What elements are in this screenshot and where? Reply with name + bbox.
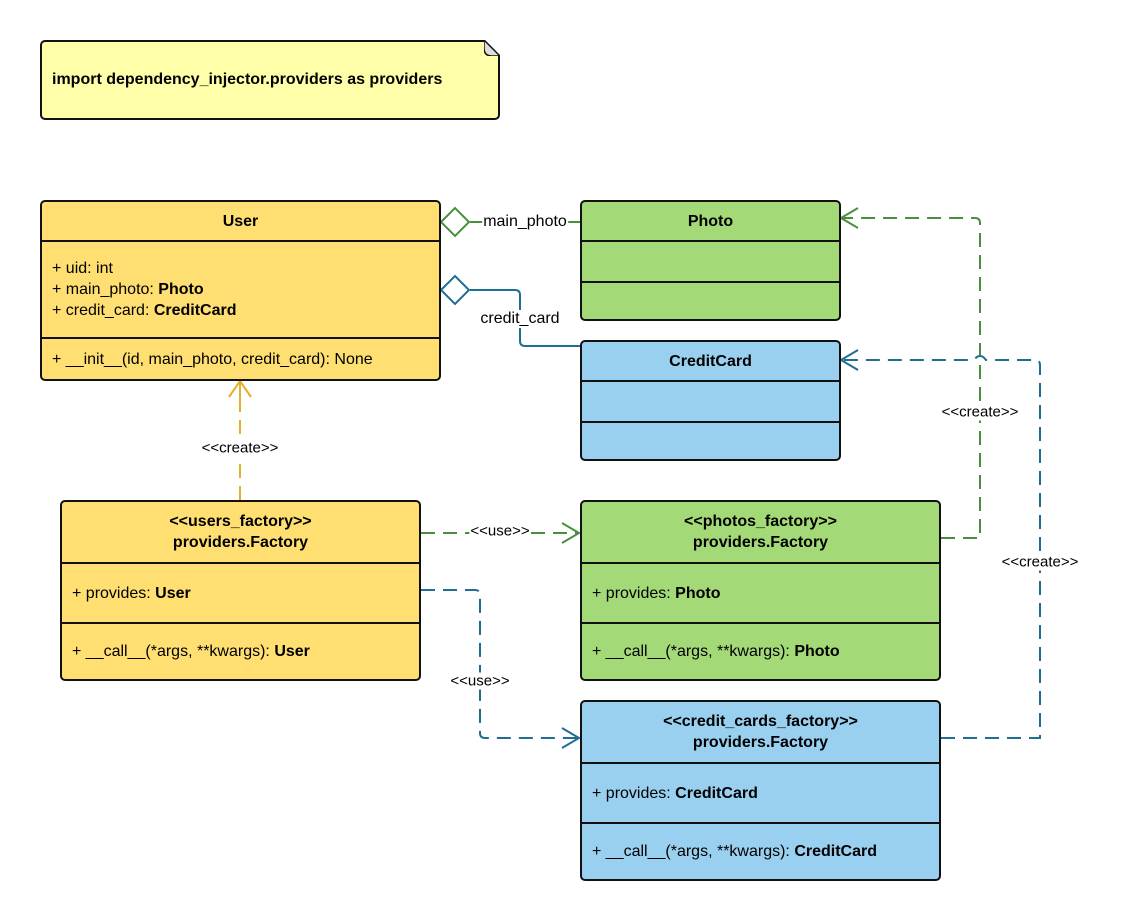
use-photos-label: <<use>>: [469, 522, 531, 540]
main-photo-label: main_photo: [482, 213, 568, 231]
method-call: + __call__(*args, **kwargs): Photo: [592, 643, 840, 660]
class-methods: + __call__(*args, **kwargs): CreditCard: [582, 822, 939, 879]
class-title: User: [222, 212, 259, 230]
class-attributes: + uid: int + main_photo: Photo + credit_…: [42, 240, 439, 337]
class-stereotype: <<credit_cards_factory>>: [663, 713, 858, 730]
class-header: <<credit_cards_factory>> providers.Facto…: [582, 702, 939, 762]
class-methods: + __call__(*args, **kwargs): User: [62, 622, 419, 679]
class-attributes: + provides: CreditCard: [582, 762, 939, 822]
class-users-factory[interactable]: <<users_factory>> providers.Factory + pr…: [60, 500, 421, 681]
class-header: <<photos_factory>> providers.Factory: [582, 502, 939, 562]
class-methods: + __init__(id, main_photo, credit_card):…: [42, 337, 439, 379]
open-arrow-icon: [839, 349, 859, 371]
class-methods: [582, 281, 839, 319]
method-init: + __init__(id, main_photo, credit_card):…: [52, 350, 373, 368]
open-arrow-icon: [561, 727, 581, 749]
credit-card-label: credit_card: [479, 310, 561, 328]
aggregation-diamond-icon: [439, 206, 471, 238]
class-title: CreditCard: [669, 352, 752, 370]
class-attributes: [582, 380, 839, 421]
open-arrow-icon: [839, 207, 859, 229]
class-title: providers.Factory: [692, 734, 829, 751]
credit-cards-create-dependency: [842, 355, 1041, 739]
class-title: Photo: [687, 212, 734, 230]
class-title: providers.Factory: [172, 534, 309, 551]
photos-create-dependency: [842, 217, 981, 539]
credit-cards-create-label: <<create>>: [1000, 553, 1080, 571]
method-call: + __call__(*args, **kwargs): User: [72, 643, 310, 660]
aggregation-diamond-icon: [439, 274, 471, 306]
note-text: import dependency_injector.providers as …: [52, 71, 443, 88]
class-header: CreditCard: [582, 342, 839, 380]
class-methods: [582, 421, 839, 459]
attribute-main-photo: + main_photo: Photo: [52, 281, 204, 298]
class-stereotype: <<users_factory>>: [169, 513, 312, 530]
attribute-provides: + provides: CreditCard: [592, 784, 758, 802]
class-title: providers.Factory: [692, 534, 829, 551]
method-call: + __call__(*args, **kwargs): CreditCard: [592, 843, 877, 860]
use-credit-cards-label: <<use>>: [449, 672, 511, 690]
class-user[interactable]: User + uid: int + main_photo: Photo + cr…: [40, 200, 441, 381]
class-methods: + __call__(*args, **kwargs): Photo: [582, 622, 939, 679]
class-attributes: + provides: Photo: [582, 562, 939, 622]
users-create-label: <<create>>: [200, 439, 280, 457]
class-credit-cards-factory[interactable]: <<credit_cards_factory>> providers.Facto…: [580, 700, 941, 881]
photos-create-label: <<create>>: [940, 403, 1020, 421]
class-stereotype: <<photos_factory>>: [684, 513, 837, 530]
use-credit-cards-dependency: [421, 589, 578, 739]
class-attributes: + provides: User: [62, 562, 419, 622]
open-arrow-icon: [561, 522, 581, 544]
folded-corner-icon: [484, 40, 500, 56]
attribute-uid: + uid: int: [52, 260, 113, 277]
open-arrow-icon: [228, 379, 252, 398]
class-photos-factory[interactable]: <<photos_factory>> providers.Factory + p…: [580, 500, 941, 681]
class-credit-card[interactable]: CreditCard: [580, 340, 841, 461]
class-header: Photo: [582, 202, 839, 240]
attribute-credit-card: + credit_card: CreditCard: [52, 302, 237, 319]
class-photo[interactable]: Photo: [580, 200, 841, 321]
class-header: <<users_factory>> providers.Factory: [62, 502, 419, 562]
attribute-provides: + provides: User: [72, 584, 191, 602]
class-header: User: [42, 202, 439, 240]
class-attributes: [582, 240, 839, 281]
import-note: import dependency_injector.providers as …: [40, 40, 500, 120]
attribute-provides: + provides: Photo: [592, 584, 721, 602]
